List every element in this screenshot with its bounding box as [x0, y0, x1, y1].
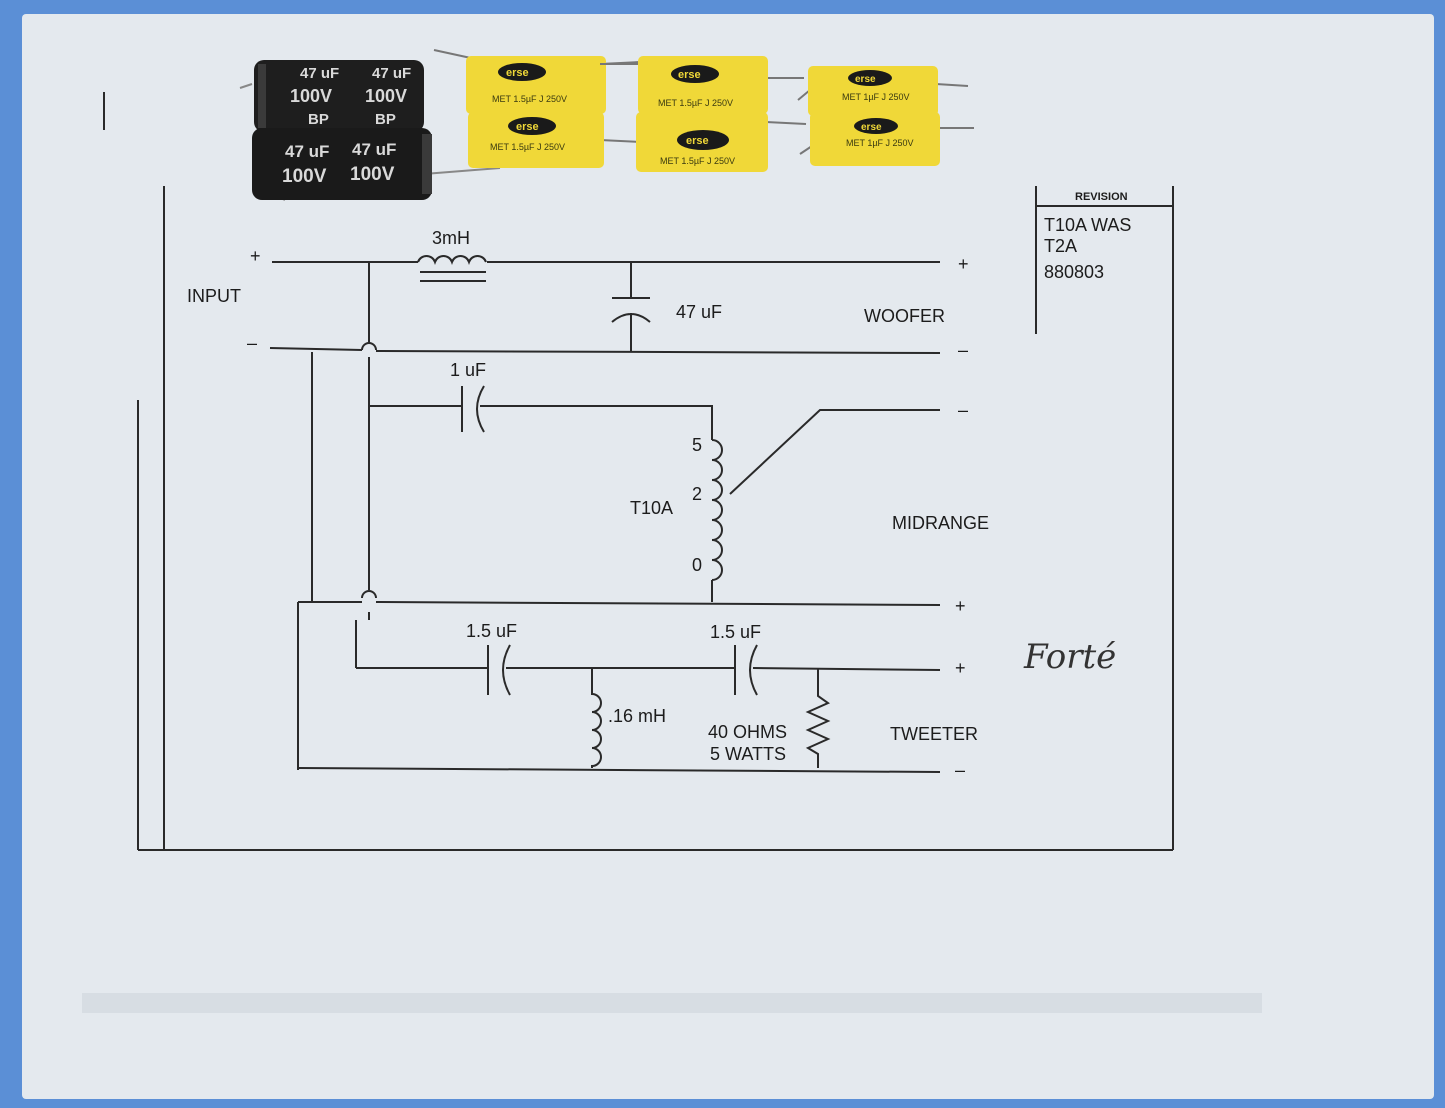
transformer-label: T10A: [630, 498, 673, 518]
svg-text:erse: erse: [861, 122, 882, 133]
svg-text:47 uF: 47 uF: [352, 140, 396, 159]
svg-text:erse: erse: [678, 69, 701, 81]
svg-text:47 uF: 47 uF: [300, 65, 339, 82]
electrolytic-capacitor-1: 47 uF 47 uF 100V 100V BP BP: [239, 60, 424, 132]
tweeter-wire-bottom: [297, 767, 941, 773]
film-capacitor-1: erse MET 1.5µF J 250V: [433, 49, 641, 114]
woofer-plus: +: [958, 254, 969, 274]
svg-text:BP: BP: [375, 111, 396, 128]
svg-text:100V: 100V: [282, 166, 327, 187]
svg-text:100V: 100V: [365, 86, 407, 106]
mid-wire-bottom: [298, 601, 941, 606]
mid-wire-top: [369, 405, 713, 440]
tap-5: 5: [692, 435, 702, 455]
revision-line-1: T10A WAS: [1044, 215, 1131, 235]
tweeter-minus: –: [955, 760, 965, 780]
mid-minus: –: [958, 400, 968, 420]
svg-text:100V: 100V: [350, 164, 395, 185]
svg-text:47 uF: 47 uF: [285, 142, 329, 161]
input-minus: –: [247, 333, 257, 353]
svg-text:erse: erse: [516, 121, 539, 133]
film-capacitor-5: erse MET 1.5µF J 250V: [636, 112, 807, 172]
paper-shadow: [82, 993, 1262, 1013]
revision-header: REVISION: [1075, 191, 1128, 203]
tap-0: 0: [692, 555, 702, 575]
svg-text:MET 1.5µF J 250V: MET 1.5µF J 250V: [658, 98, 733, 108]
capacitor-1uf: [461, 385, 485, 433]
woofer-minus: –: [958, 340, 968, 360]
resistor-label-1: 40 OHMS: [708, 722, 787, 742]
svg-text:MET 1µF J 250V: MET 1µF J 250V: [842, 92, 910, 102]
svg-text:100V: 100V: [290, 86, 332, 106]
tap-2: 2: [692, 484, 702, 504]
resistor-40ohm: [805, 668, 831, 768]
svg-text:BP: BP: [308, 111, 329, 128]
wire-crossover-2: [361, 590, 377, 599]
capacitor-1-5uf-a: [487, 644, 511, 696]
tweeter-label: TWEETER: [890, 724, 978, 744]
negative-rail: [269, 347, 941, 354]
bus-negative: [297, 352, 313, 770]
mid-plus: +: [955, 596, 966, 616]
capacitor-1uf-label: 1 uF: [450, 360, 486, 380]
svg-text:erse: erse: [686, 135, 709, 147]
woofer-label: WOOFER: [864, 306, 945, 326]
capacitor-1-5uf-b: [734, 644, 758, 696]
resistor-label-2: 5 WATTS: [710, 744, 786, 764]
capacitor-1-5uf-b-label: 1.5 uF: [710, 622, 761, 642]
capacitor-1-5uf-a-label: 1.5 uF: [466, 621, 517, 641]
capacitor-47uf: [611, 262, 651, 352]
film-capacitor-4: erse MET 1.5µF J 250V: [468, 112, 641, 168]
revision-line-3: 880803: [1044, 262, 1104, 282]
input-label: INPUT: [187, 286, 241, 306]
svg-text:MET 1.5µF J 250V: MET 1.5µF J 250V: [660, 156, 735, 166]
svg-text:erse: erse: [855, 74, 876, 85]
border-frame: [138, 186, 1174, 851]
film-capacitor-6: erse MET 1µF J 250V: [799, 112, 974, 166]
svg-text:MET 1µF J 250V: MET 1µF J 250V: [846, 138, 914, 148]
wire-crossover-1: [361, 342, 377, 351]
midrange-label: MIDRANGE: [892, 513, 989, 533]
input-plus: +: [250, 246, 261, 266]
tweeter-plus: +: [955, 658, 966, 678]
transformer-t10a: [711, 409, 940, 602]
capacitor-47uf-label: 47 uF: [676, 302, 722, 322]
inductor-016mh: [591, 668, 602, 768]
svg-text:MET 1.5µF J 250V: MET 1.5µF J 250V: [492, 94, 567, 104]
inductor-016mh-label: .16 mH: [608, 706, 666, 726]
svg-text:MET 1.5µF J 250V: MET 1.5µF J 250V: [490, 142, 565, 152]
inductor-3mh-label: 3mH: [432, 228, 470, 248]
bus-positive: [355, 262, 370, 668]
svg-text:47 uF: 47 uF: [372, 65, 411, 82]
film-capacitor-3: erse MET 1µF J 250V: [797, 66, 969, 116]
svg-text:erse: erse: [506, 67, 529, 79]
tweeter-wire-top: [356, 667, 941, 671]
handwritten-forte: Forté: [1023, 637, 1116, 677]
inductor-3mh: [417, 255, 487, 282]
electrolytic-capacitor-2: 47 uF 47 uF 100V 100V: [252, 128, 501, 201]
film-capacitor-2: erse MET 1.5µF J 250V: [600, 56, 804, 114]
revision-box: REVISION T10A WAS T2A 880803: [1035, 186, 1173, 334]
revision-line-2: T2A: [1044, 236, 1077, 256]
